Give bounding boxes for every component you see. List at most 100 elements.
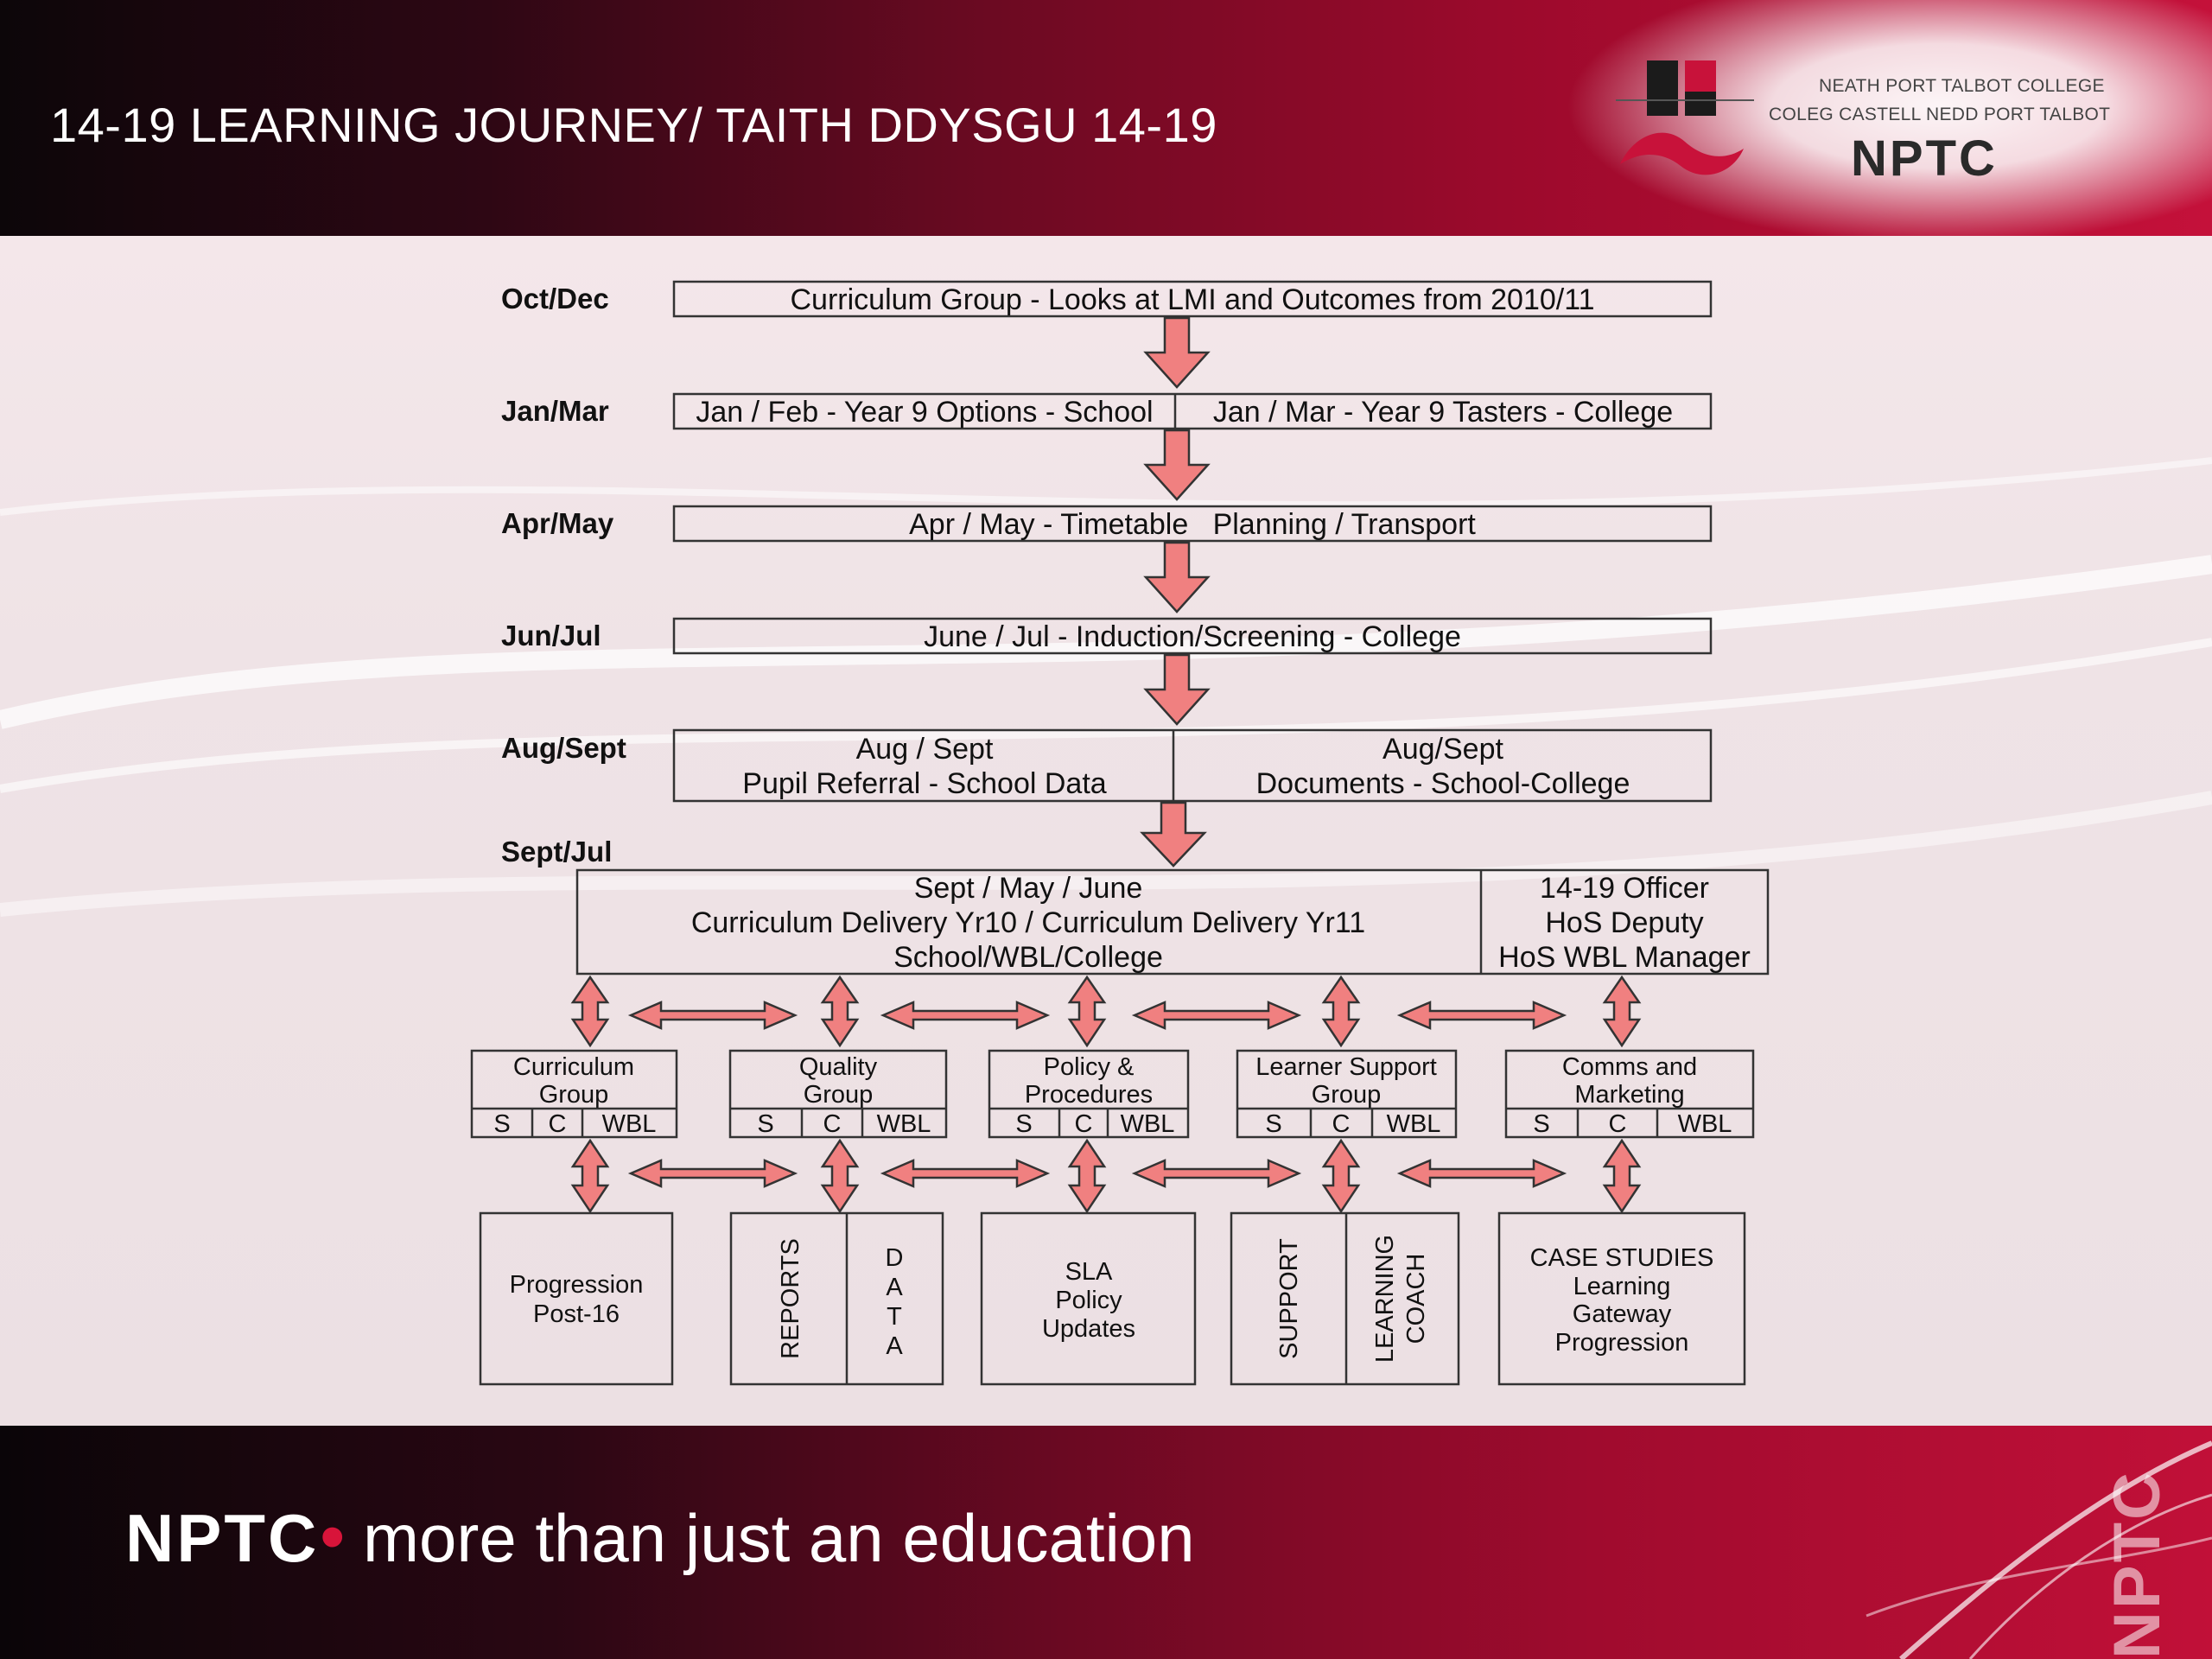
period-apr-may: Apr/May [501,507,614,539]
vertical-arrows-row1 [570,975,1642,1048]
svg-text:Marketing: Marketing [1574,1081,1684,1109]
diagram-area [0,236,2212,1426]
svg-text:Group: Group [804,1081,874,1109]
svg-text:C: C [1332,1110,1351,1138]
vertical-arrows-row2 [570,1138,1642,1214]
svg-text:D: D [886,1244,904,1272]
output-case-studies: CASE STUDIES Learning Gateway Progressio… [1497,1211,1746,1386]
svg-text:Progression: Progression [510,1271,644,1299]
svg-text:T: T [887,1303,902,1331]
svg-text:C: C [1075,1110,1093,1138]
box-aug-left-line2: Pupil Referral - School Data [742,767,1107,800]
group-learner-support: Learner Support Group S C WBL [1236,1049,1458,1139]
footer-vertical-logo: NPTC [2101,1470,2174,1659]
horizontal-arrows-row2 [627,1159,1567,1188]
header-glow [1434,0,2212,236]
period-oct-dec: Oct/Dec [501,283,609,315]
svg-text:S: S [1265,1110,1281,1138]
svg-text:Learning: Learning [1573,1273,1671,1300]
support-label: SUPPORT [1275,1238,1303,1359]
box-jun-jul [672,617,1713,655]
svg-text:Post-16: Post-16 [533,1300,620,1328]
output-support-coach: SUPPORT LEARNING COACH [1230,1211,1460,1386]
box-jan-mar [672,392,1713,430]
svg-text:Group: Group [1312,1081,1382,1109]
slide-title: 14-19 LEARNING JOURNEY/ TAITH DDYSGU 14-… [50,98,1217,152]
sept-side-line1: 14-19 Officer [1540,872,1709,905]
header-banner [0,0,2212,236]
box-apr-may-text: Apr / May - Timetable Planning / Transpo… [909,508,1476,541]
period-jan-mar: Jan/Mar [501,395,609,427]
down-arrow-1 [1143,316,1211,389]
logo-wordmark: NPTC [1851,130,1998,187]
logo-college-name-cy: COLEG CASTELL NEDD PORT TALBOT [1769,105,2111,124]
group-curriculum: Curriculum Group S C WBL [470,1049,678,1139]
footer-banner: NPTC • more than just an education NPTC [0,1426,2212,1659]
svg-text:WBL: WBL [1678,1110,1732,1138]
svg-text:Progression: Progression [1555,1329,1689,1357]
period-aug-sept: Aug/Sept [501,732,626,764]
box-jan-mar-left-text: Jan / Feb - Year 9 Options - School [696,396,1153,429]
svg-text:Procedures: Procedures [1025,1081,1153,1109]
box-sept-jul [575,868,1770,976]
output-sla: SLA Policy Updates [980,1211,1197,1386]
footer-bullet-icon: • [320,1496,346,1577]
box-oct-dec [672,280,1713,318]
coach-label: COACH [1402,1254,1430,1344]
box-aug-left-line1: Aug / Sept [856,733,994,766]
box-aug-sept [672,728,1713,803]
svg-text:Policy: Policy [1055,1287,1122,1314]
learning-label: LEARNING [1371,1235,1399,1363]
logo-college-name-en: NEATH PORT TALBOT COLLEGE [1819,76,2105,96]
group-quality: Quality Group S C WBL [728,1049,948,1139]
footer-swoosh [1866,1440,2212,1659]
sept-main-line1: Sept / May / June [914,872,1143,905]
sept-main-line2: Curriculum Delivery Yr10 / Curriculum De… [691,906,1365,939]
reports-label: REPORTS [777,1238,804,1359]
svg-text:CASE STUDIES: CASE STUDIES [1530,1244,1714,1272]
svg-text:C: C [823,1110,842,1138]
svg-text:S: S [493,1110,510,1138]
sept-main-line3: School/WBL/College [893,941,1163,974]
sept-side-line3: HoS WBL Manager [1498,941,1751,974]
svg-text:A: A [886,1332,903,1360]
period-sept-jul: Sept/Jul [501,836,612,868]
svg-text:Learner Support: Learner Support [1255,1053,1437,1081]
svg-text:S: S [1015,1110,1032,1138]
group-policy: Policy & Procedures S C WBL [988,1049,1190,1139]
svg-text:Gateway: Gateway [1573,1300,1672,1328]
footer-logo: NPTC [125,1500,320,1576]
horizontal-arrows-row1 [627,1001,1567,1030]
svg-text:WBL: WBL [1387,1110,1441,1138]
output-progression: Progression Post-16 [479,1211,674,1386]
svg-text:Updates: Updates [1042,1315,1135,1343]
svg-text:S: S [1533,1110,1549,1138]
svg-text:C: C [1609,1110,1627,1138]
svg-text:Curriculum: Curriculum [513,1053,634,1081]
box-oct-dec-text: Curriculum Group - Looks at LMI and Outc… [791,283,1595,316]
svg-text:Quality: Quality [799,1053,878,1081]
background-swoosh [0,457,2212,917]
output-reports-data: REPORTS D A T A [729,1211,944,1386]
box-apr-may [672,505,1713,543]
sept-side-line2: HoS Deputy [1545,906,1703,939]
svg-text:WBL: WBL [1121,1110,1175,1138]
svg-text:Policy &: Policy & [1044,1053,1135,1081]
down-arrow-2 [1143,429,1211,501]
box-jun-jul-text: June / Jul - Induction/Screening - Colle… [924,620,1461,653]
down-arrow-3 [1143,541,1211,613]
svg-text:SLA: SLA [1065,1258,1113,1286]
group-comms-marketing: Comms and Marketing S C WBL [1504,1049,1755,1139]
svg-text:S: S [757,1110,773,1138]
period-jun-jul: Jun/Jul [501,620,601,652]
svg-text:A: A [886,1274,903,1301]
down-arrow-4 [1143,653,1211,726]
svg-text:C: C [549,1110,567,1138]
down-arrow-5 [1140,801,1207,868]
svg-text:WBL: WBL [877,1110,931,1138]
svg-text:WBL: WBL [602,1110,657,1138]
box-aug-right-line2: Documents - School-College [1256,767,1630,800]
nptc-logo-icon [1616,60,1754,175]
box-aug-right-line1: Aug/Sept [1382,733,1503,766]
